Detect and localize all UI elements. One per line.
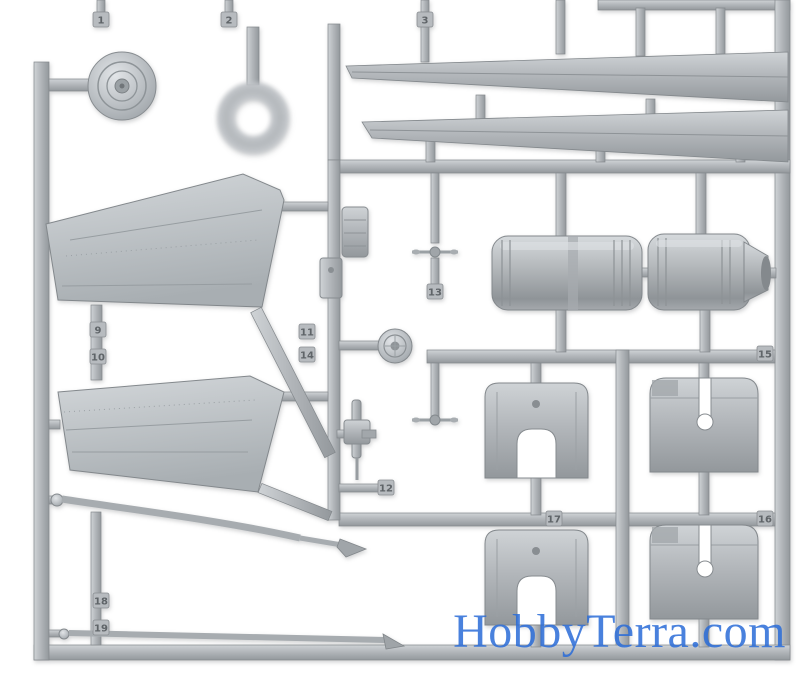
part-spinner-dome <box>87 51 157 121</box>
part-engine-nacelle-right <box>647 233 771 311</box>
part-number-label: 2 <box>226 16 233 27</box>
part-number-label: 12 <box>379 484 393 495</box>
runner-between-wings <box>90 304 103 381</box>
part-intake-half-right-top <box>649 377 759 473</box>
part-number-tag-10: 10 <box>89 348 107 365</box>
part-number-tag-14: 14 <box>298 346 316 363</box>
hobbyterra-watermark: HobbyTerra.com <box>453 605 786 658</box>
part-number-label: 18 <box>94 597 108 608</box>
part-number-tag-16: 16 <box>756 510 774 527</box>
part-number-tag-11: 11 <box>298 323 316 340</box>
part-number-label: 19 <box>94 624 108 635</box>
sprue-frame <box>33 0 791 661</box>
part-antenna-boom-lower <box>58 628 406 650</box>
part-pitot-boom-upper <box>50 493 368 558</box>
part-number-tag-9: 9 <box>89 321 107 338</box>
runner-mid-right <box>426 349 776 364</box>
part-pitot-vane-lower <box>412 414 458 426</box>
part-number-tags: 1 2 3 9 10 11 14 13 12 15 17 16 18 19 <box>89 11 774 636</box>
part-gear-door-left-top <box>484 382 589 479</box>
part-number-label: 1 <box>98 16 105 27</box>
part-small-bracket <box>319 257 343 299</box>
frame-top-right-bar <box>597 0 791 11</box>
runner-bottom-left <box>90 511 102 646</box>
part-number-label: 17 <box>547 515 561 526</box>
runner-center-upper <box>327 23 341 161</box>
part-small-block <box>341 206 369 258</box>
part-number-label: 16 <box>758 515 772 526</box>
part-number-tag-17: 17 <box>545 510 563 527</box>
part-number-label: 11 <box>300 328 314 339</box>
part-pitot-vane-upper <box>412 246 458 258</box>
part-number-tag-19: 19 <box>92 619 110 636</box>
part-blade-lower <box>361 109 789 163</box>
part-number-label: 14 <box>300 351 314 362</box>
part-number-tag-15: 15 <box>756 345 774 362</box>
part-number-tag-12: 12 <box>377 479 395 496</box>
part-number-tag-2: 2 <box>220 11 238 28</box>
part-wing-panel-lower <box>57 375 285 493</box>
part-number-tag-1: 1 <box>92 11 110 28</box>
runner-diagonal-lower <box>257 482 333 522</box>
part-number-label: 9 <box>95 326 102 337</box>
part-number-label: 15 <box>758 350 772 361</box>
part-number-label: 13 <box>428 288 442 299</box>
runner-under-blades <box>329 159 791 174</box>
runner-between-brackets <box>615 349 630 646</box>
part-gun-assembly <box>343 399 377 480</box>
part-number-label: 3 <box>422 16 429 27</box>
part-fuzzy-ring <box>217 82 289 154</box>
ring-hanger-stub <box>246 26 260 86</box>
part-number-tag-13: 13 <box>426 283 444 300</box>
runner-diagonal-upper <box>250 306 336 459</box>
part-number-tag-18: 18 <box>92 592 110 609</box>
runner-center-vertical <box>327 159 341 521</box>
part-blade-upper <box>345 51 789 103</box>
part-number-tag-3: 3 <box>416 11 434 28</box>
part-number-label: 10 <box>91 353 105 364</box>
part-wheel-face <box>377 328 413 364</box>
part-engine-nacelle-left <box>491 235 643 311</box>
frame-left-bar <box>33 61 50 661</box>
part-wing-panel-upper <box>45 173 285 308</box>
